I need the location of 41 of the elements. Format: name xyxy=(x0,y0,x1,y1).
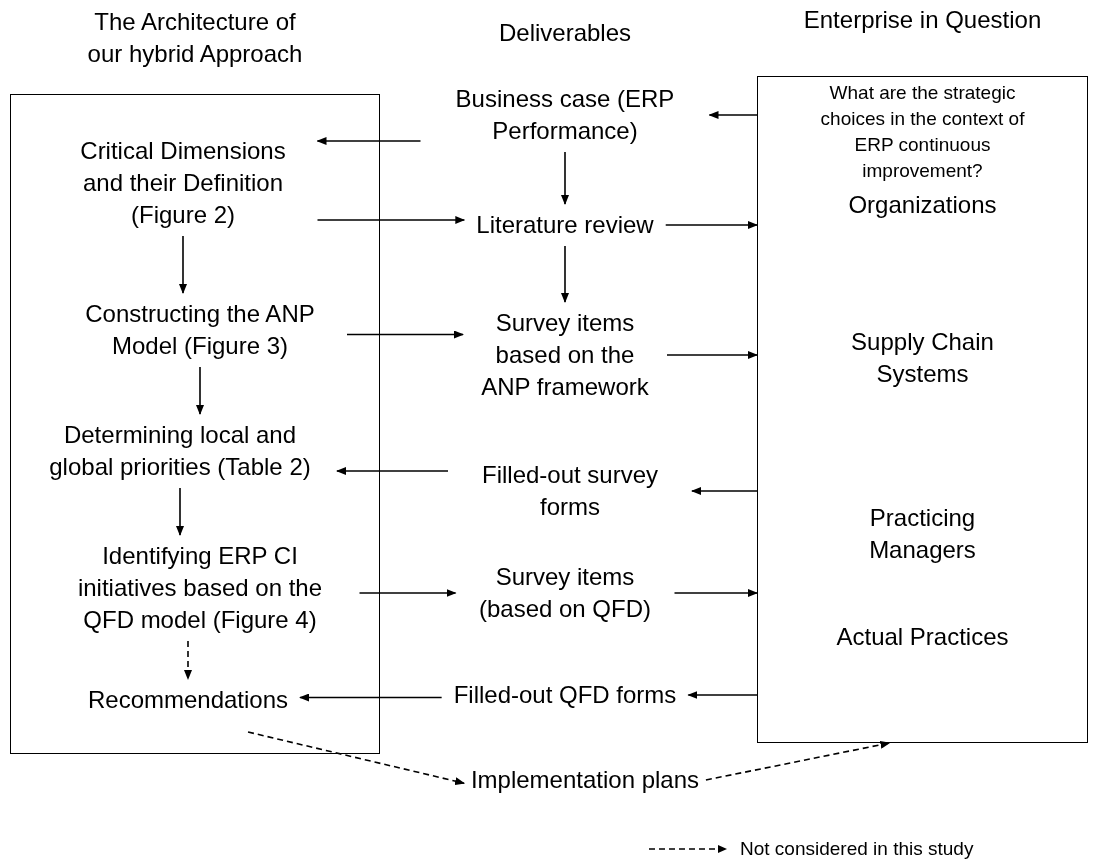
step-label: Determining local and global priorities (Table 2) xyxy=(35,419,325,483)
arrow xyxy=(687,691,758,699)
panel-text: Practicing Managers xyxy=(868,503,977,565)
column-heading: Deliverables xyxy=(497,18,633,48)
arrow xyxy=(346,330,464,339)
arrow xyxy=(358,589,457,597)
step-label: Constructing the ANP Model (Figure 3) xyxy=(65,298,335,362)
step-label: Implementation plans xyxy=(470,764,700,796)
panel-heading: Enterprise in Question xyxy=(802,5,1043,35)
step-label: Survey items based on the ANP framework xyxy=(475,307,655,403)
arrow xyxy=(196,366,204,415)
arrow xyxy=(673,589,758,597)
arrow xyxy=(176,487,184,536)
step-label: Filled-out survey forms xyxy=(460,459,680,523)
arrow xyxy=(708,111,758,119)
arrow xyxy=(666,351,758,359)
step-label: Recommendations xyxy=(87,684,289,716)
step-label: Identifying ERP CI initiatives based on the QFD model (Figure 4) xyxy=(52,540,348,636)
arrow xyxy=(247,731,466,785)
arrow xyxy=(184,640,192,680)
step-label: Filled-out QFD forms xyxy=(453,679,677,711)
panel-text: Organizations xyxy=(847,190,998,220)
step-label: Literature review xyxy=(476,209,654,241)
arrow xyxy=(561,151,569,205)
legend-text: Not considered in this study xyxy=(740,837,974,861)
arrow xyxy=(299,693,443,702)
arrow xyxy=(336,467,449,475)
panel-heading: The Architecture of our hybrid Approach xyxy=(86,7,304,69)
arrow xyxy=(664,221,758,229)
arrow xyxy=(691,487,758,495)
panel-text: Supply Chain Systems xyxy=(850,327,995,389)
step-label: Critical Dimensions and their Definition (Figure 2) xyxy=(60,135,306,231)
step-label: Survey items (based on QFD) xyxy=(467,561,663,625)
panel-text: What are the strategic choices in the context of ERP continuous improvement? xyxy=(819,81,1026,183)
arrow xyxy=(179,235,187,294)
panel-text: Actual Practices xyxy=(835,622,1010,652)
arrow xyxy=(705,740,891,781)
step-label: Business case (ERP Performance) xyxy=(432,83,698,147)
arrow xyxy=(316,216,466,224)
arrow xyxy=(316,137,422,145)
arrow xyxy=(561,245,569,303)
